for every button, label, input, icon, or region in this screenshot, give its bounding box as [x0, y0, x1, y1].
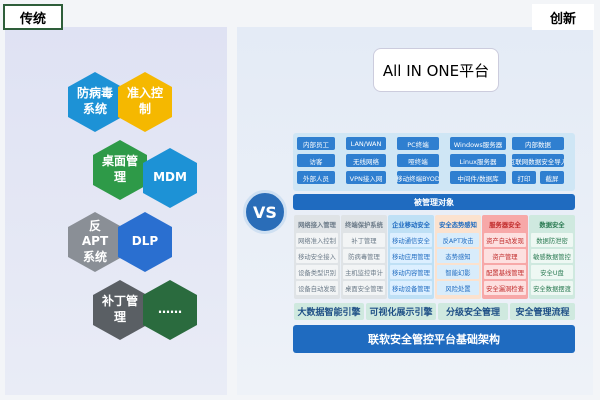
managed-object-chip: 内部员工: [297, 137, 335, 150]
engine-bar: 分级安全管理: [438, 303, 508, 320]
capability-item: 敏感数据管控: [531, 249, 573, 263]
capability-column: 网络接入管理网络准入控制移动安全接入设备类型识别设备自动发现: [294, 215, 340, 299]
capability-item: 安全漏洞检查: [484, 281, 526, 295]
engine-bar: 可视化展示引擎: [366, 303, 436, 320]
capability-item: 补丁管理: [343, 233, 385, 247]
capability-item: 网络准入控制: [296, 233, 338, 247]
managed-object-chip: PC终端: [397, 137, 439, 150]
managed-object-chip: 访客: [297, 154, 335, 167]
managed-object-chip: 外部人员: [297, 171, 335, 184]
capability-item: 态势感知: [437, 249, 479, 263]
column-title: 企业移动安全: [392, 221, 430, 229]
column-title: 安全态势感知: [439, 221, 477, 229]
vs-badge: VS: [243, 190, 287, 234]
hex-desktop-mgmt: 桌面管理: [93, 140, 147, 200]
managed-object-chip: VPN接入网: [346, 171, 386, 184]
capability-item: 资产自动发现: [484, 233, 526, 247]
capability-item: 配置基线管理: [484, 265, 526, 279]
capability-item: 移动内容管理: [390, 265, 432, 279]
managed-object-chip: 哑终端: [397, 154, 439, 167]
capability-item: 移动通信安全: [390, 233, 432, 247]
engine-bar: 安全管理流程: [510, 303, 575, 320]
managed-object-chip: 中间件/数据库: [450, 171, 506, 184]
capability-column: 数据安全数据防泄密敏感数据管控安全U盘安全数据摆渡: [529, 215, 575, 299]
hex-dlp: DLP: [118, 212, 172, 272]
capability-item: 移动设备管理: [390, 281, 432, 295]
capability-column: 服务器安全资产自动发现资产管理配置基线管理安全漏洞检查: [482, 215, 528, 299]
managed-object-chip: 无线网络: [346, 154, 386, 167]
capability-item: 风险处置: [437, 281, 479, 295]
column-title: 数据安全: [539, 221, 565, 229]
hex-anti-apt: 反APT系统: [68, 212, 122, 272]
managed-object-chip: Linux服务器: [450, 154, 506, 167]
capability-item: 安全数据摆渡: [531, 281, 573, 295]
engine-bar: 大数据智能引擎: [294, 303, 364, 320]
capability-item: 桌面安全管理: [343, 281, 385, 295]
hex-mdm: MDM: [143, 148, 197, 208]
column-title: 网络接入管理: [298, 221, 336, 229]
capability-item: 主机监控审计: [343, 265, 385, 279]
base-architecture-bar: 联软安全管控平台基础架构: [293, 325, 575, 353]
column-title: 服务器安全: [489, 221, 521, 229]
capability-column: 终端保护系统补丁管理防病毒管理主机监控审计桌面安全管理: [341, 215, 387, 299]
capability-item: 安全U盘: [531, 265, 573, 279]
traditional-panel: [5, 27, 227, 395]
capability-item: 智能幻影: [437, 265, 479, 279]
capability-item: 反APT攻击: [437, 233, 479, 247]
hex-access-control: 准入控制: [118, 72, 172, 132]
capability-item: 设备类型识别: [296, 265, 338, 279]
managed-object-chip: 内部数据: [512, 137, 564, 150]
hex-antivirus: 防病毒系统: [68, 72, 122, 132]
managed-object-chip: 移动终端BYOD: [397, 171, 439, 184]
traditional-label: 传统: [3, 4, 63, 30]
capability-column: 安全态势感知反APT攻击态势感知智能幻影风险处置: [435, 215, 481, 299]
capability-column: 企业移动安全移动通信安全移动应用管理移动内容管理移动设备管理: [388, 215, 434, 299]
managed-object-chip: 互联网数据安全导入: [512, 154, 564, 167]
managed-object-chip: Windows服务器: [450, 137, 506, 150]
capability-item: 数据防泄密: [531, 233, 573, 247]
capability-item: 防病毒管理: [343, 249, 385, 263]
managed-object-chip: LAN/WAN: [346, 137, 386, 150]
innovation-label: 创新: [532, 4, 594, 30]
managed-object-chip: 打印: [512, 171, 536, 184]
hex-patch-mgmt: 补丁管理: [93, 280, 147, 340]
managed-objects-bar: 被管理对象: [293, 194, 575, 210]
managed-object-chip: 截屏: [540, 171, 564, 184]
capability-item: 设备自动发现: [296, 281, 338, 295]
capability-item: 资产管理: [484, 249, 526, 263]
capability-item: 移动应用管理: [390, 249, 432, 263]
hex-more: ……: [143, 280, 197, 340]
capability-item: 移动安全接入: [296, 249, 338, 263]
column-title: 终端保护系统: [345, 221, 383, 229]
platform-title: All IN ONE平台: [373, 48, 499, 92]
